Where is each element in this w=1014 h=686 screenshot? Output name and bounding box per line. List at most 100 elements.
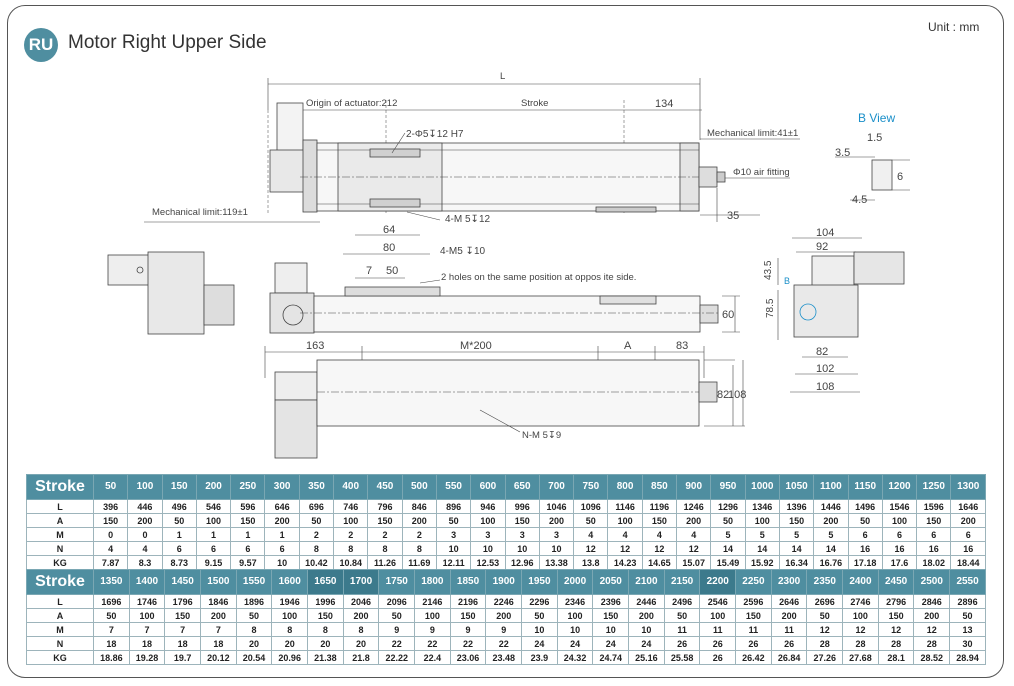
end-view xyxy=(777,237,905,393)
table-cell: 1296 xyxy=(710,499,746,514)
table-cell: 100 xyxy=(128,608,166,623)
stroke-header-cell: 1350 xyxy=(93,569,130,595)
table-cell: 8.73 xyxy=(161,555,197,570)
table-cell: 11 xyxy=(699,622,737,637)
table-cell: 2246 xyxy=(485,594,523,609)
stroke-header-cell: 1300 xyxy=(950,474,986,500)
table-cell: 23.9 xyxy=(521,650,558,665)
table-cell: 50 xyxy=(710,513,746,528)
row-label: A xyxy=(26,608,94,623)
table-cell: 28 xyxy=(806,636,844,651)
table-cell: 19.7 xyxy=(164,650,202,665)
table-cell: 12 xyxy=(913,622,951,637)
table-cell: 200 xyxy=(950,513,986,528)
table-cell: 150 xyxy=(307,608,344,623)
table-cell: 1896 xyxy=(235,594,273,609)
side-view xyxy=(107,251,740,335)
table-cell: 14 xyxy=(710,541,746,556)
table-cell: 1996 xyxy=(307,594,344,609)
table-cell: 23.06 xyxy=(449,650,487,665)
stroke-header-cell: 1050 xyxy=(778,474,815,500)
table-cell: 15.07 xyxy=(676,555,712,570)
stroke-header-cell: 2100 xyxy=(628,569,665,595)
table-cell: 696 xyxy=(298,499,335,514)
table-cell: 6 xyxy=(230,541,266,556)
table-cell: 150 xyxy=(592,608,630,623)
table-cell: 22 xyxy=(414,636,451,651)
table-cell: 2596 xyxy=(735,594,772,609)
table-cell: 596 xyxy=(230,499,266,514)
table-cell: 2846 xyxy=(913,594,951,609)
table-cell: 10.42 xyxy=(298,555,335,570)
table-cell: 4 xyxy=(607,527,643,542)
dim-1-5: 1.5 xyxy=(867,132,882,144)
table-cell: 11.69 xyxy=(401,555,437,570)
table-cell: 27.68 xyxy=(842,650,879,665)
dim-A: A xyxy=(624,340,632,352)
row-label: M xyxy=(26,622,94,637)
dim-4-5: 4.5 xyxy=(852,194,867,206)
table-cell: 15.49 xyxy=(710,555,746,570)
stroke-header-cell: 400 xyxy=(333,474,369,500)
dim-104: 104 xyxy=(816,227,834,239)
stroke-header-cell: 1800 xyxy=(414,569,451,595)
stroke-header-cell: 100 xyxy=(127,474,163,500)
table-cell: 796 xyxy=(367,499,403,514)
stroke-header-cell: 600 xyxy=(470,474,506,500)
dim-43-5: 43.5 xyxy=(763,260,774,280)
table-cell: 12 xyxy=(676,541,712,556)
table-cell: 2296 xyxy=(521,594,558,609)
table-cell: 0 xyxy=(127,527,163,542)
stroke-header-cell: 2300 xyxy=(770,569,808,595)
table-cell: 1946 xyxy=(271,594,309,609)
row-label: M xyxy=(26,527,94,542)
table-cell: 200 xyxy=(813,513,849,528)
table-cell: 7 xyxy=(200,622,237,637)
table-cell: 14.23 xyxy=(607,555,643,570)
table-cell: 2 xyxy=(401,527,437,542)
table-cell: 200 xyxy=(127,513,163,528)
table-cell: 24 xyxy=(556,636,594,651)
table-cell: 16 xyxy=(916,541,952,556)
table-cell: 2746 xyxy=(842,594,879,609)
table-cell: 100 xyxy=(414,608,451,623)
table-cell: 100 xyxy=(195,513,232,528)
row-label: N xyxy=(26,541,94,556)
mech-limit-left: Mechanical limit:119±1 xyxy=(152,207,248,218)
table-cell: 2896 xyxy=(949,594,986,609)
table-cell: 1246 xyxy=(676,499,712,514)
table-cell: 18.02 xyxy=(916,555,952,570)
table-cell: 8 xyxy=(271,622,309,637)
table-cell: 18 xyxy=(164,636,202,651)
table-cell: 6 xyxy=(916,527,952,542)
table-cell: 1196 xyxy=(641,499,678,514)
stroke-header-cell: 1400 xyxy=(128,569,166,595)
table-cell: 7 xyxy=(128,622,166,637)
table-cell: 9 xyxy=(449,622,487,637)
stroke-header-cell: 2500 xyxy=(913,569,951,595)
table-cell: 20 xyxy=(271,636,309,651)
table-cell: 396 xyxy=(92,499,129,514)
table-cell: 2646 xyxy=(770,594,808,609)
table-cell: 26 xyxy=(735,636,772,651)
row-label: N xyxy=(26,636,94,651)
table-cell: 50 xyxy=(573,513,609,528)
table-cell: 1846 xyxy=(200,594,237,609)
table-cell: 16 xyxy=(847,541,883,556)
table-cell: 150 xyxy=(877,608,915,623)
stroke-header-cell: 1850 xyxy=(449,569,487,595)
row-label: KG xyxy=(26,555,94,570)
table-cell: 2196 xyxy=(449,594,487,609)
stroke-header-cell: 450 xyxy=(367,474,403,500)
dim-134: 134 xyxy=(655,98,673,110)
table-cell: 10 xyxy=(628,622,665,637)
table-cell: 26 xyxy=(770,636,808,651)
ru-badge: RU xyxy=(24,28,58,62)
table-cell: 18 xyxy=(128,636,166,651)
stroke-header-cell: 2200 xyxy=(699,569,737,595)
